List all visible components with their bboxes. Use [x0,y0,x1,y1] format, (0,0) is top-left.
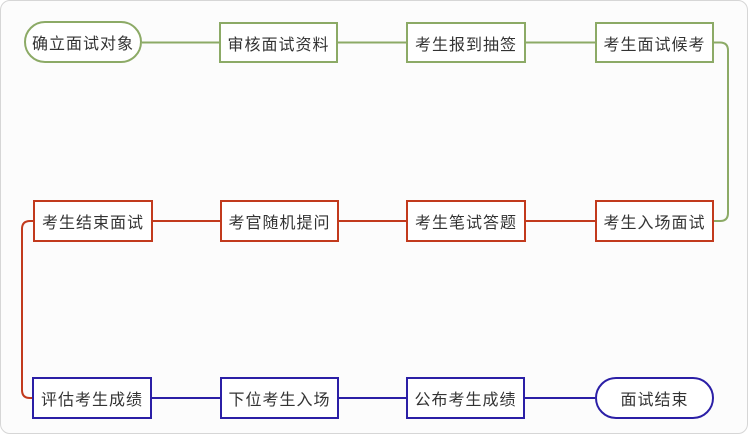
flow-node-candidate-finish-interview: 考生结束面试 [33,200,153,242]
flow-node-announce-candidate-score: 公布考生成绩 [406,377,525,419]
flow-node-label: 考官随机提问 [228,215,331,232]
stage2-connectors [21,220,595,399]
flow-node-examiner-random-questions: 考官随机提问 [220,200,339,242]
flow-node-label: 考生笔试答题 [414,215,517,232]
flow-node-evaluate-candidate-score: 评估考生成绩 [32,377,152,419]
flow-node-label: 审核面试资料 [227,36,330,54]
flow-node-label: 评估考生成绩 [40,392,143,409]
flow-node-next-candidate-enters: 下位考生入场 [220,377,339,419]
flow-node-label: 公布考生成绩 [414,392,517,409]
flow-node-label: 考生入场面试 [603,215,706,232]
connector-row1-to-row2 [714,41,729,222]
flow-node-label: 考生面试候考 [603,36,706,54]
flow-node-candidate-wait-for-interview: 考生面试候考 [595,22,714,63]
stage1-connectors [142,41,729,222]
flow-node-candidate-checkin-draw-lots: 考生报到抽签 [406,22,526,63]
flow-node-candidate-written-answers: 考生笔试答题 [406,200,526,242]
flow-node-label: 考生结束面试 [41,215,144,232]
flow-node-interview-end: 面试结束 [595,377,714,419]
flow-node-label: 考生报到抽签 [414,36,517,54]
flow-node-candidate-enter-interview: 考生入场面试 [595,200,714,242]
flow-node-label: 确立面试对象 [31,36,134,53]
connector-row2-to-row3 [21,220,33,399]
flow-node-establish-interview-targets: 确立面试对象 [24,21,142,63]
flow-node-label: 面试结束 [620,392,689,409]
flow-node-label: 下位考生入场 [228,392,331,409]
flow-node-review-interview-materials: 审核面试资料 [219,22,338,63]
